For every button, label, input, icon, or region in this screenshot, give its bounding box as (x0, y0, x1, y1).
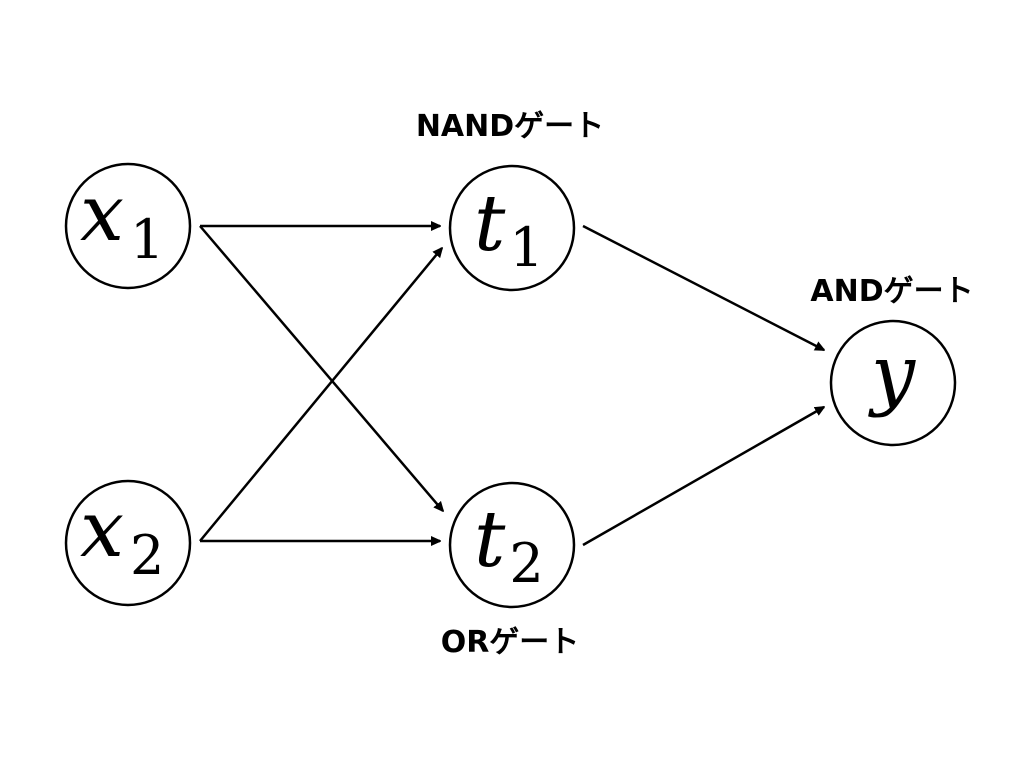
node-t2: t2 (448, 481, 576, 609)
node-x1-circle (64, 162, 192, 290)
node-t2-circle (448, 481, 576, 609)
node-x2-symbol: x (80, 485, 124, 575)
gate-label-and: ANDゲート (810, 274, 973, 309)
edges (199, 224, 824, 547)
node-t1-circle (448, 164, 576, 292)
node-t1-subscript: 1 (509, 216, 543, 279)
edge-x2-t1 (199, 248, 442, 542)
node-t1-symbol: t (474, 179, 506, 269)
edge-x1-t2 (199, 225, 443, 511)
node-x2-subscript: 2 (130, 524, 164, 587)
node-t2-label: t2 (474, 495, 544, 595)
node-x2-circle (64, 479, 192, 607)
node-x1-symbol: x (80, 169, 124, 259)
node-t2-subscript: 2 (509, 532, 543, 595)
node-y: y (829, 319, 957, 447)
gate-label-nand: NANDゲート (416, 109, 604, 144)
node-t1-label: t1 (474, 179, 544, 279)
node-y-symbol: y (868, 329, 916, 419)
node-x1-subscript: 1 (130, 208, 164, 271)
node-y-circle (829, 319, 957, 447)
edge-t2-y (582, 405, 824, 547)
gate-label-or: ORゲート (441, 625, 580, 660)
node-t1: t1 (448, 164, 576, 292)
edge-t1-y (582, 224, 824, 352)
node-t2-symbol: t (474, 495, 506, 585)
